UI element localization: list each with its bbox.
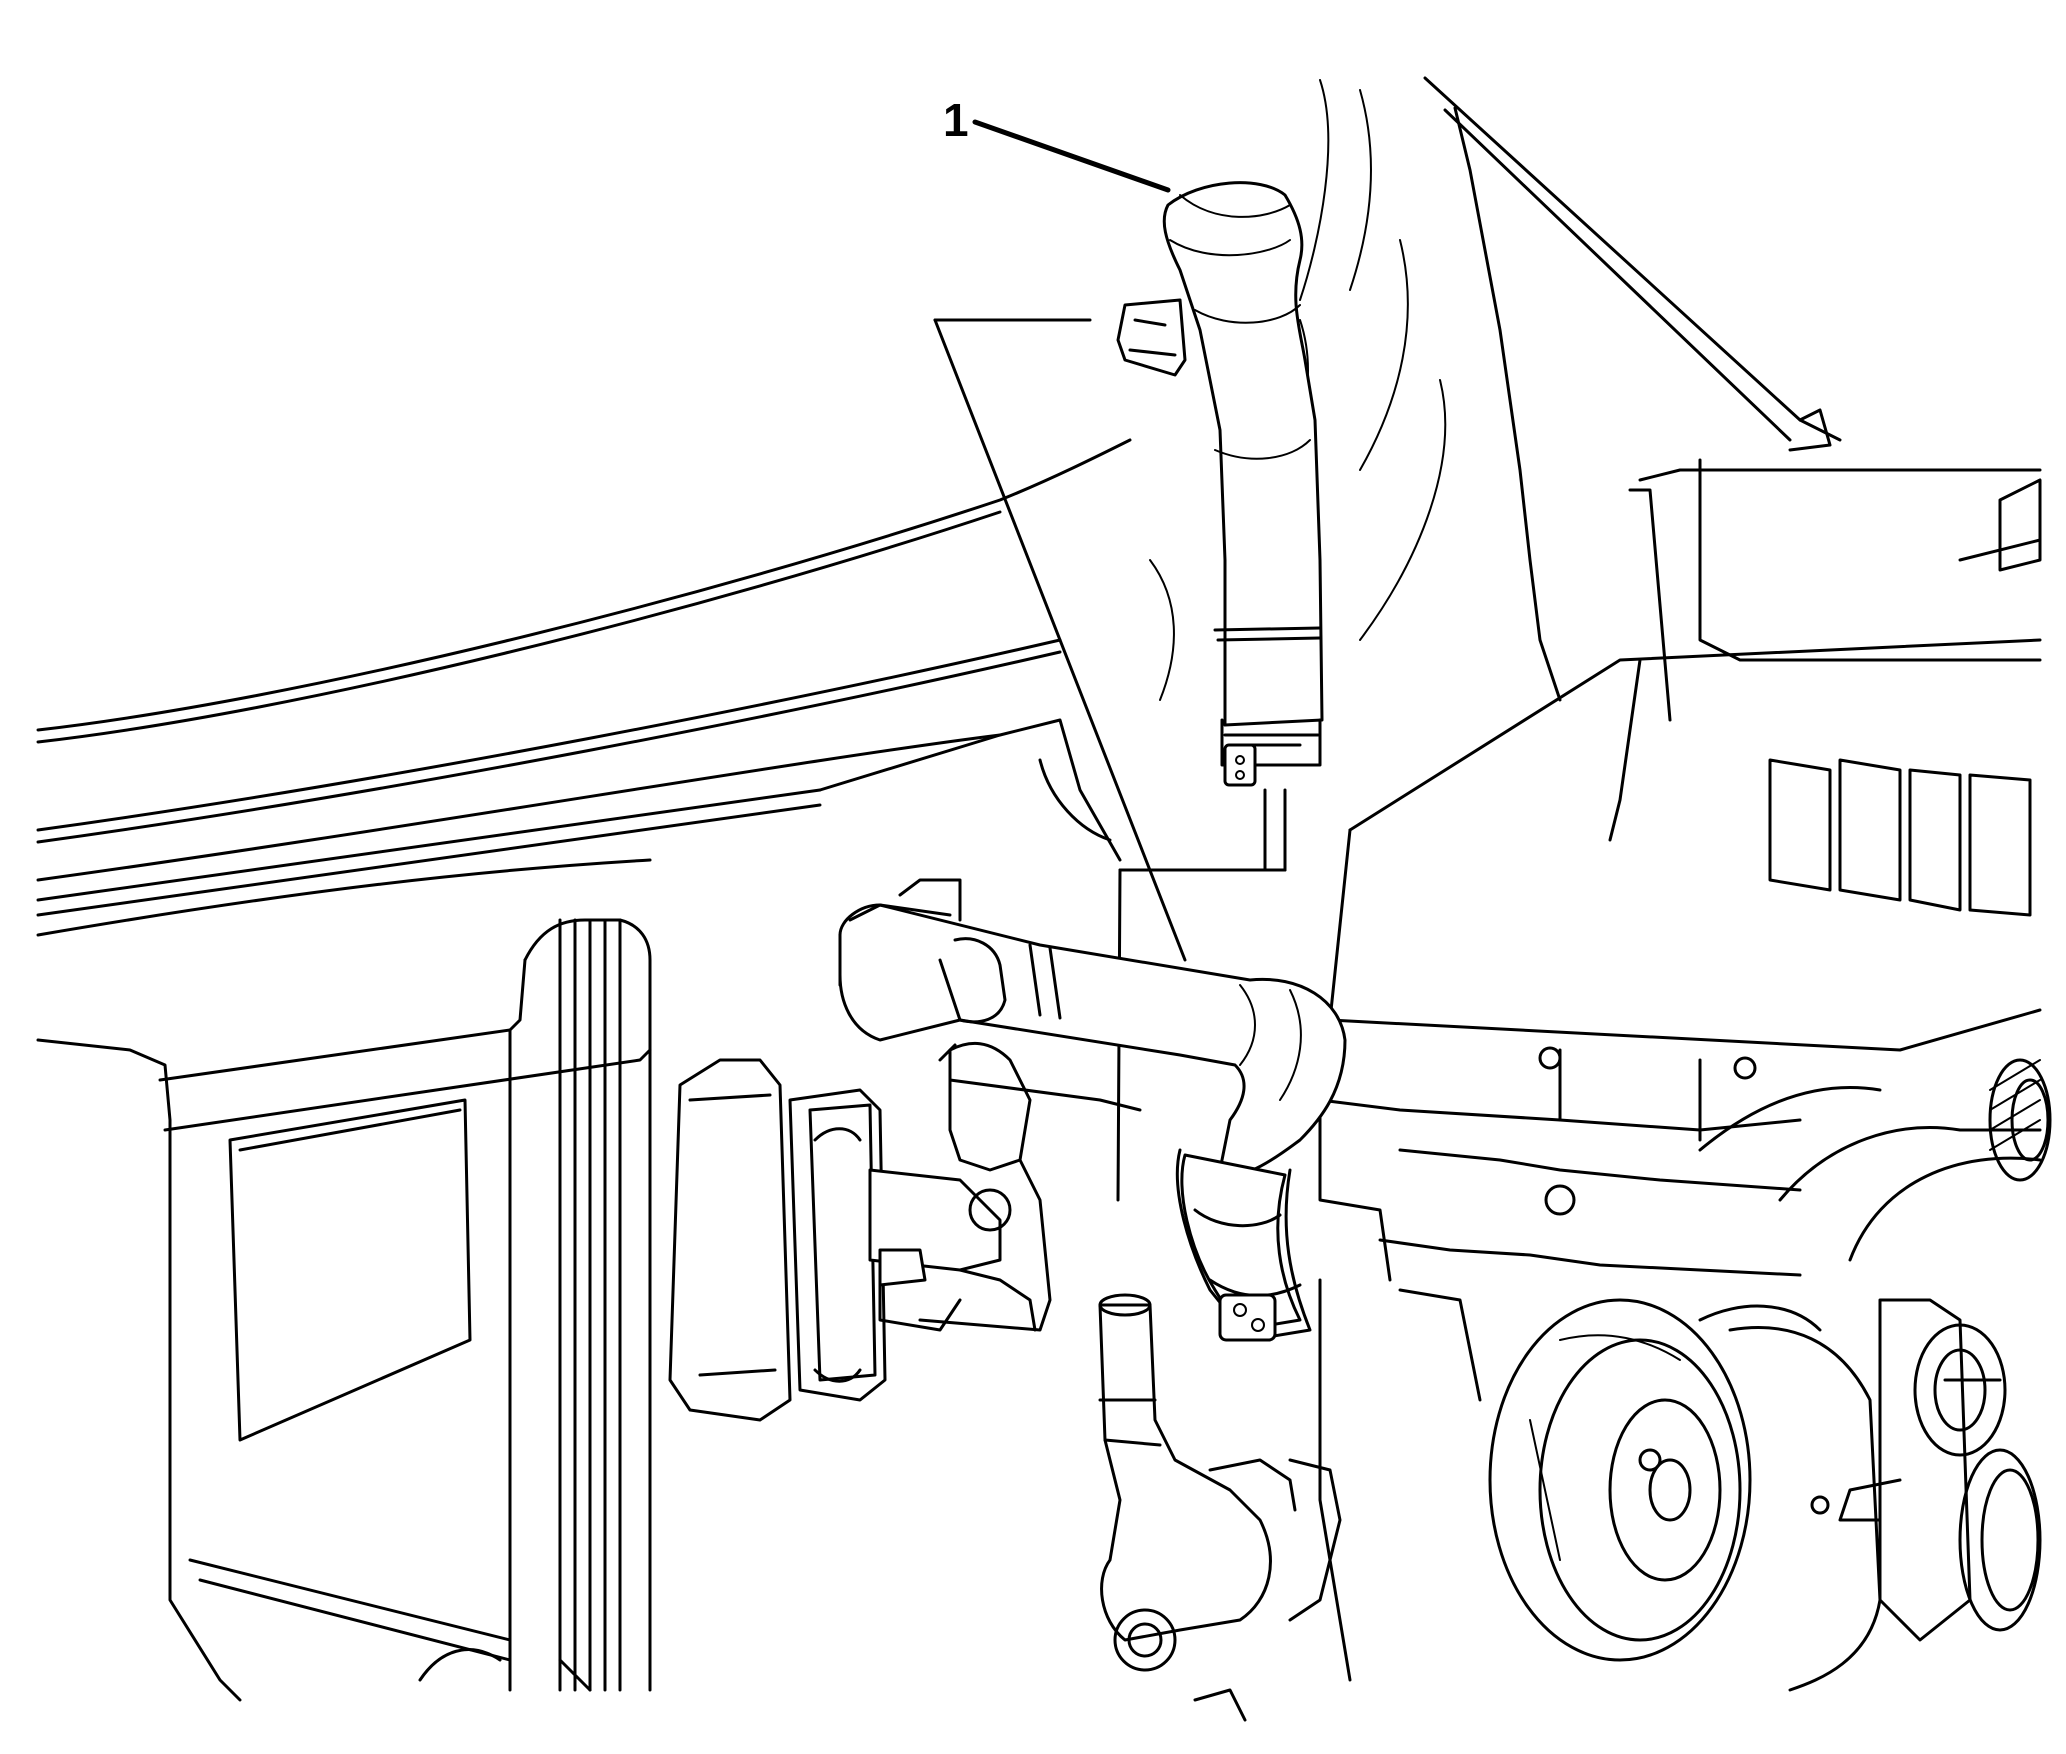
engine-block <box>1318 1058 2052 1682</box>
callout-number-1: 1 <box>943 94 969 146</box>
hose <box>1116 181 1324 787</box>
lower-hose-fitting <box>1098 1293 1342 1722</box>
fender-strut-tower <box>1423 76 2042 722</box>
pulley-assembly <box>1488 1298 1882 1692</box>
callout-leader-line <box>972 119 1171 193</box>
upper-pipe-stub <box>838 878 1142 1112</box>
throttle-body <box>1638 1298 2042 1642</box>
heater-pipe <box>838 903 1347 1342</box>
firewall-panel <box>36 918 652 1702</box>
fluid-reservoir <box>668 1041 1052 1422</box>
cowl-panel <box>36 79 1447 937</box>
